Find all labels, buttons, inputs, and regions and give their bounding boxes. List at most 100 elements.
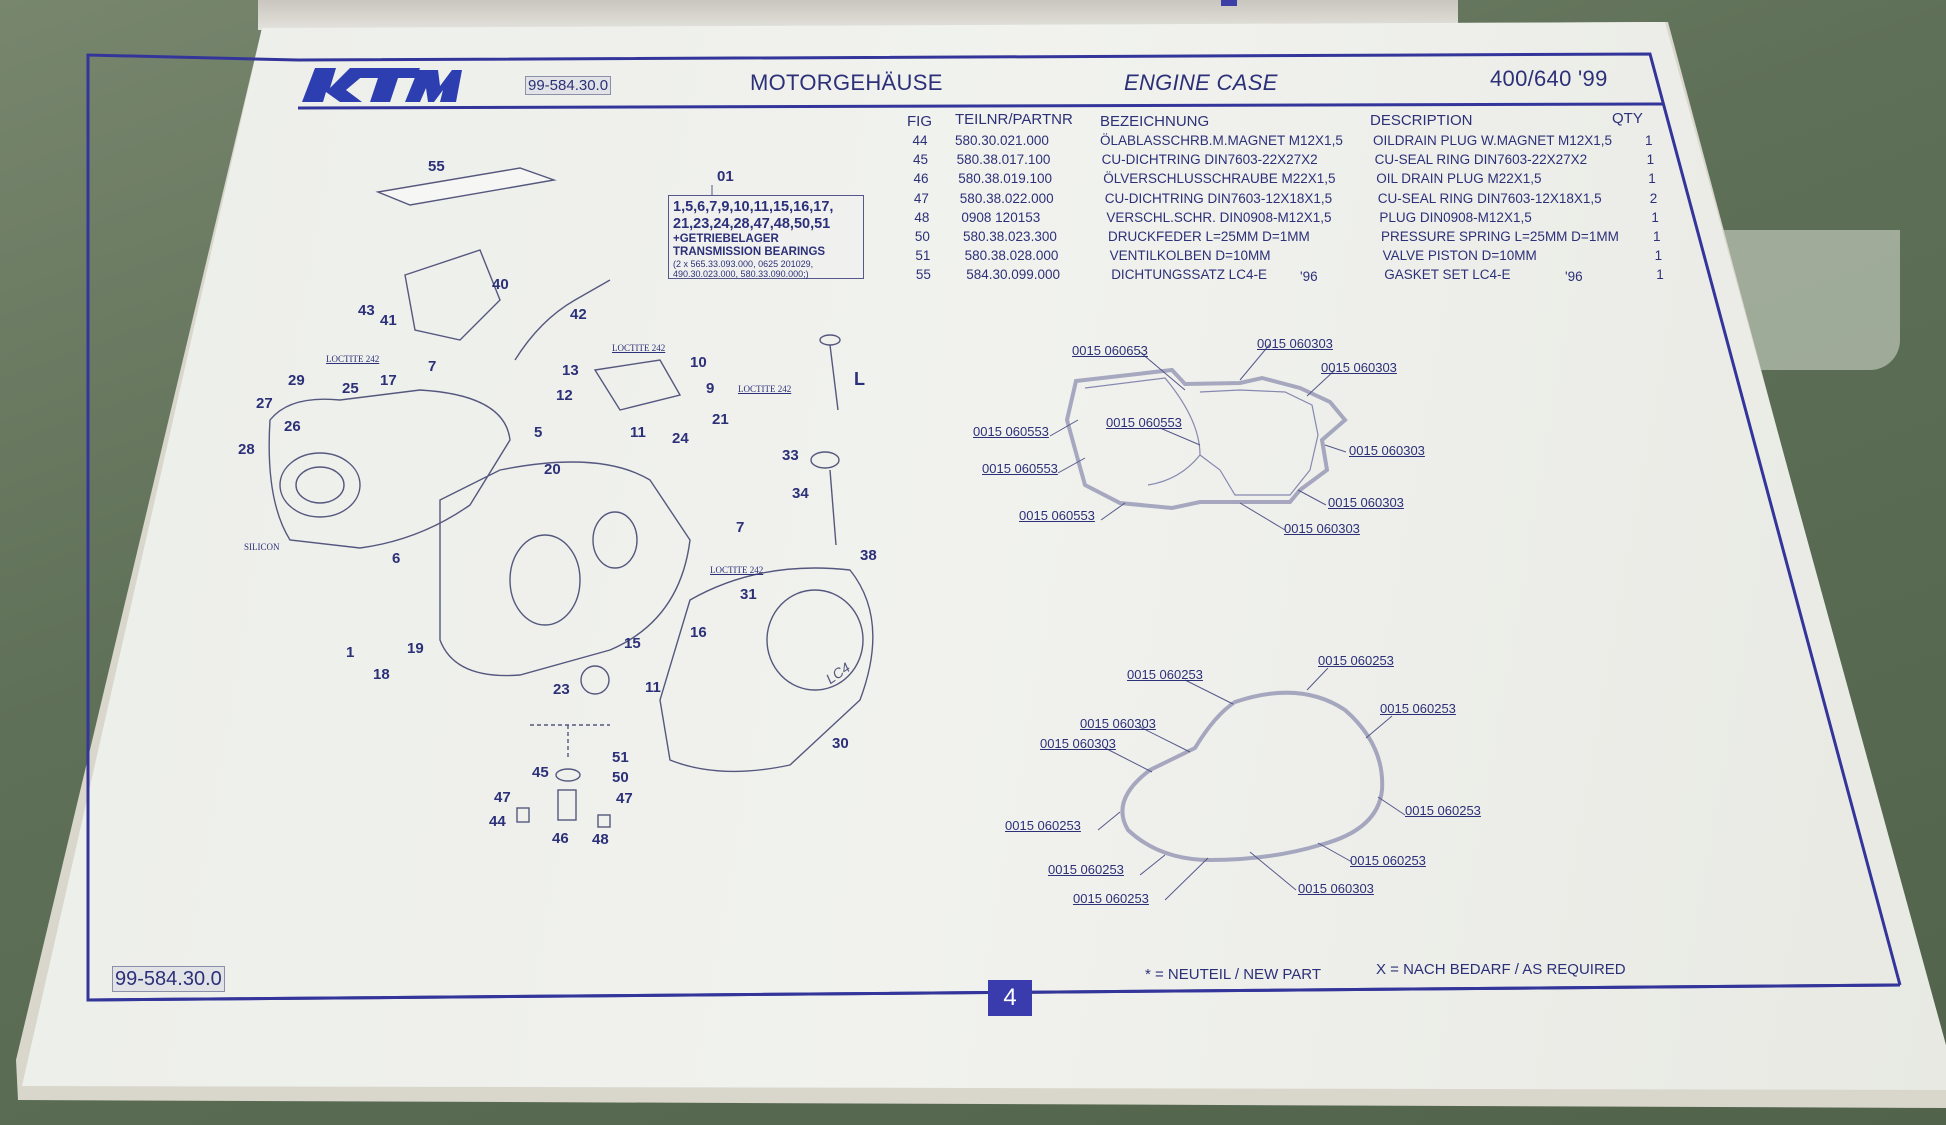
cell-fig: 48 [914,209,930,225]
callout-10: 10 [690,354,707,371]
callout-7: 7 [428,358,437,375]
kit-line-5: (2 x 565.33.093.000, 0625 201029, [673,259,814,269]
callout-29: 29 [288,372,305,389]
callout-18: 18 [373,666,390,683]
crankcase-gasket-bolt-label: 0015 060303 [1349,443,1425,458]
callout-47: 47 [494,789,511,806]
col-partnr: TEILNR/PARTNR [955,111,1073,128]
callout-21: 21 [712,411,729,428]
cell-bez: ÖLABLASSCHRB.M.MAGNET M12X1,5 [1100,133,1343,148]
crankcase-gasket-bolt-label: 0015 060303 [1321,360,1397,375]
cell-fig: 50 [914,229,930,244]
col-qty: QTY [1612,110,1643,127]
cell-qty: 1 [1653,229,1661,244]
silicon-label: SILICON [244,542,280,552]
gasket-leader-lines [1049,343,1406,901]
kit-line-4: TRANSMISSION BEARINGS [673,246,826,258]
callout-25: 25 [342,380,359,397]
cell-desc: VALVE PISTON D=10MM [1382,248,1537,264]
crankcase-gasket-bolt-label: 0015 060653 [1072,343,1148,358]
loctite-note: LOCTITE 242 [710,565,764,575]
kit-contents-box: 1,5,6,7,9,10,11,15,16,17, 21,23,24,28,47… [668,195,864,279]
callout-45: 45 [532,764,549,781]
legend-new-part: * = NEUTEIL / NEW PART [1145,966,1322,983]
callout-9: 9 [706,380,715,397]
cell-qty: 2 [1649,190,1658,206]
cell-partnr: 580.38.019.100 [958,171,1053,187]
cell-qty: 1 [1646,152,1655,168]
cell-partnr: 580.38.017.100 [956,152,1051,168]
cell-partnr: 580.38.023.300 [963,229,1057,244]
cell-qty: 1 [1645,133,1653,148]
title-english: ENGINE CASE [1124,70,1278,95]
cell-bez_year: '96 [1300,269,1318,285]
callout-11: 11 [630,424,646,441]
cell-fig: 46 [913,171,929,187]
clutch-gasket-bolt-label: 0015 060253 [1318,653,1394,668]
cell-desc: PRESSURE SPRING L=25MM D=1MM [1381,229,1619,244]
callout-23: 23 [553,681,570,698]
callout-50: 50 [612,769,629,786]
cell-desc: CU-SEAL RING DIN7603-12X18X1,5 [1377,190,1602,206]
crankcase-gasket-inner [1084,377,1319,496]
clutch-gasket-bolt-label: 0015 060253 [1350,853,1426,868]
cell-fig: 44 [912,133,928,148]
callout-26: 26 [284,418,301,435]
kit-line-3: +GETRIEBELAGER [673,233,779,245]
clutch-gasket-bolt-label: 0015 060253 [1073,891,1149,906]
callout-44: 44 [489,813,506,830]
callout-43: 43 [358,302,375,319]
clutch-gasket-bolt-label: 0015 060303 [1040,736,1116,751]
cell-desc: GASKET SET LC4-E [1384,267,1511,283]
cell-bez: ÖLVERSCHLUSSCHRAUBE M22X1,5 [1103,171,1336,187]
crankcase-gasket-bolt-label: 0015 060553 [973,424,1049,439]
cell-bez: VENTILKOLBEN D=10MM [1109,248,1271,264]
cell-qty: 1 [1648,171,1656,187]
cell-qty: 1 [1656,267,1664,283]
cell-qty: 1 [1654,248,1663,264]
sprocket-cover [404,249,501,341]
oil-line [514,279,611,361]
callout-17: 17 [380,372,397,389]
footer-doc-number: 99-584.30.0 [112,966,225,992]
cell-partnr: 580.30.021.000 [955,133,1049,148]
dipstick [829,344,839,411]
crankcase-gasket-bolt-label: 0015 060303 [1257,336,1333,351]
clutch-gasket-bolt-label: 0015 060303 [1080,716,1156,731]
clutch-cover-gasket-outline [1120,690,1385,863]
header-doc-number: 99-584.30.0 [525,76,612,95]
clutch-gasket-bolt-label: 0015 060253 [1380,701,1456,716]
cell-partnr: 0908 120153 [961,209,1041,225]
loctite-note: LOCTITE 242 [326,354,380,364]
cell-bez: VERSCHL.SCHR. DIN0908-M12X1,5 [1106,209,1332,225]
cell-bez: DRUCKFEDER L=25MM D=1MM [1108,229,1310,244]
callout-13: 13 [562,362,579,379]
callout-28: 28 [238,441,255,458]
callout-11: 11 [645,679,661,696]
ktm-logo [302,68,462,102]
kit-line-6: 490.30.023.000, 580.33.090.000;) [673,269,809,279]
callout-5: 5 [534,424,543,441]
crankcase-gasket-bolt-label: 0015 060553 [1019,508,1095,523]
cell-fig: 45 [912,152,928,168]
callout-27: 27 [256,395,273,412]
col-bezeichnung: BEZEICHNUNG [1100,113,1210,130]
callout-16: 16 [690,624,707,641]
clutch-gasket-bolt-label: 0015 060253 [1127,667,1203,682]
callout-31: 31 [740,586,757,603]
callout-38: 38 [860,547,877,564]
callout-41: 41 [380,312,397,329]
header-divider [297,102,1664,110]
callout-48: 48 [592,831,609,848]
cell-partnr: 580.38.028.000 [964,248,1059,264]
kit-line-2: 21,23,24,28,47,48,50,51 [673,216,831,232]
cell-desc: OIL DRAIN PLUG M22X1,5 [1376,171,1542,187]
crankcase-gasket-bolt-label: 0015 060303 [1328,495,1404,510]
callout-42: 42 [570,306,587,323]
cell-qty: 1 [1651,209,1659,225]
crankcase-gasket-bolt-label: 0015 060303 [1284,521,1360,536]
cell-partnr: 584.30.099.000 [966,267,1061,283]
callout-12: 12 [556,387,573,404]
callout-40: 40 [492,276,509,293]
col-fig: FIG [907,113,932,130]
